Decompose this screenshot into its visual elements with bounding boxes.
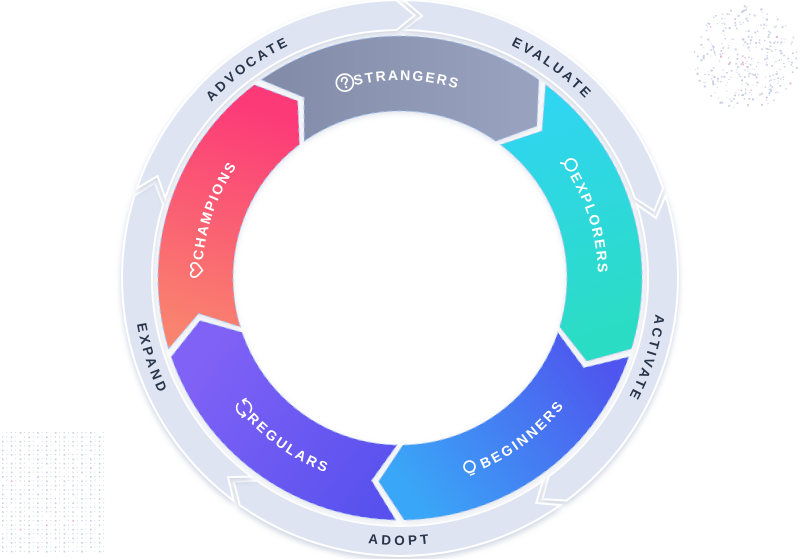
segment-explorers [499, 83, 643, 362]
stage-arc-activate [541, 192, 679, 502]
segment-ring: STRANGERSEXPLORERSBEGINNERSREGULARSCHAMP… [157, 35, 643, 521]
stage-arc-expand [121, 181, 255, 504]
magnifier-icon [559, 158, 578, 172]
segment-champions [157, 84, 301, 350]
segment-regulars [170, 319, 399, 521]
stage-arc-evaluate [400, 0, 665, 213]
heart-icon [189, 261, 204, 278]
stage-label-adopt: ADOPT [368, 531, 433, 548]
question-circle-icon [335, 73, 355, 92]
segment-beginners [378, 331, 630, 521]
dots-circle-decoration [693, 5, 798, 108]
segment-strangers [260, 35, 540, 143]
stage-arc-adopt [232, 478, 564, 557]
stage-arc-advocate [135, 0, 417, 202]
lightbulb-icon [463, 460, 476, 476]
sync-icon [235, 397, 253, 419]
dots-grid-decoration [2, 432, 105, 553]
